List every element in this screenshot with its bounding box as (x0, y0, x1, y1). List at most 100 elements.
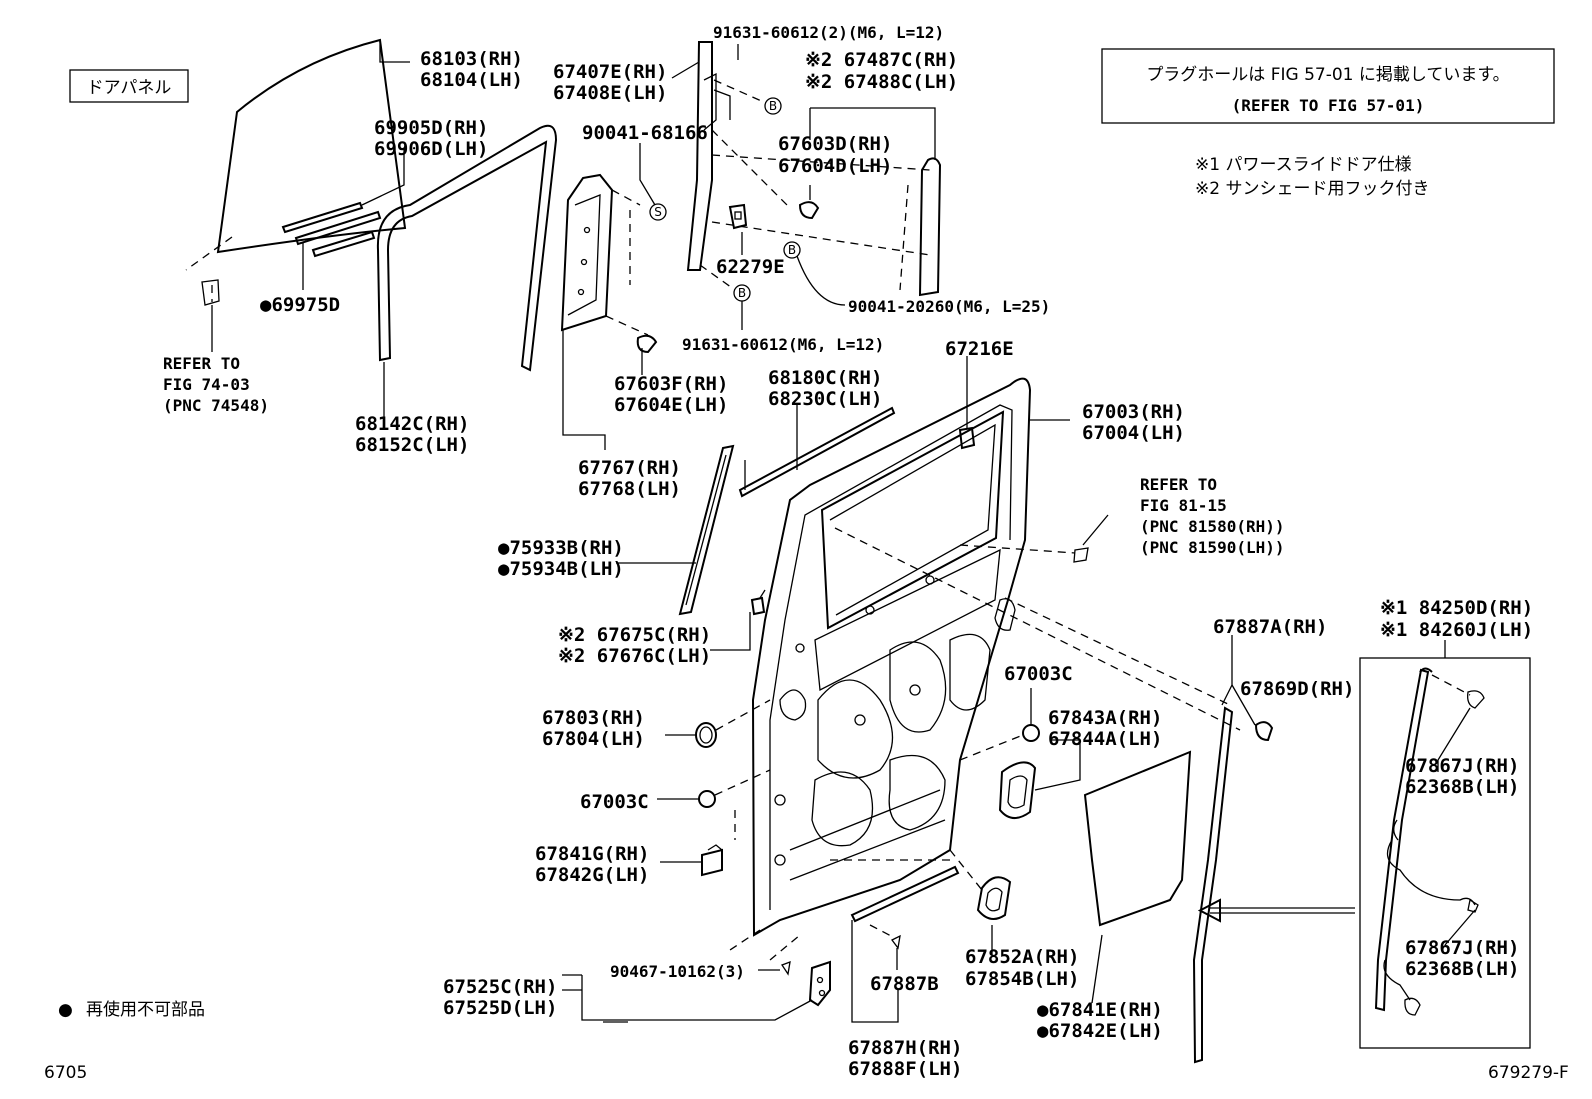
label-68180c: 68180C(RH) (768, 367, 882, 389)
label-68230c: 68230C(LH) (768, 388, 882, 410)
service-hole-cover-67841e (1083, 750, 1192, 927)
label-67888f: 67888F(LH) (848, 1058, 962, 1080)
door-division-weatherstrip (686, 41, 731, 271)
label-refer-74-3: (PNC 74548) (163, 396, 269, 415)
door-frame-garnish (560, 173, 614, 332)
label-67852a: 67852A(RH) (965, 946, 1079, 968)
legend-bullet: ● (58, 1000, 73, 1020)
door-weatherstrip-67887a (1192, 706, 1234, 1064)
division-bar-clip (798, 201, 820, 220)
label-62279e: 62279E (716, 256, 785, 278)
label-67216e: 67216E (945, 338, 1014, 360)
bracket-67841g (701, 844, 723, 877)
lower-protector (808, 960, 831, 1007)
label-68142c: 68142C(RH) (355, 413, 469, 435)
sunshade-hook-bracket (918, 157, 942, 297)
label-67525c: 67525C(RH) (443, 976, 557, 998)
label-67003: 67003(RH) (1082, 401, 1185, 423)
label-67887b: 67887B (870, 973, 939, 995)
footer-right: 679279-F (1488, 1063, 1569, 1083)
label-62368b-1: 62368B(LH) (1405, 776, 1519, 798)
screw-90467 (781, 960, 791, 976)
label-refer-81-2: FIG 81-15 (1140, 496, 1227, 515)
garnish-clip (636, 334, 658, 354)
bottom-weatherstrip (850, 865, 960, 923)
label-67869d: 67869D(RH) (1240, 678, 1354, 700)
footer-left: 6705 (44, 1063, 87, 1083)
hole-plug-67003c-right (1022, 724, 1040, 742)
label-67675c: ※2 67675C(RH) (558, 624, 711, 646)
label-69975d: ●69975D (260, 294, 340, 316)
hole-plug-67003c-left (698, 790, 716, 808)
note-box-line1: プラグホールは FIG 57-01 に掲載しています。 (1146, 65, 1509, 85)
service-hole-cover (998, 761, 1037, 819)
label-67603d: 67603D(RH) (778, 133, 892, 155)
label-90041-20260: 90041-20260(M6, L=25) (848, 297, 1050, 316)
door-run-channel (376, 124, 558, 372)
label-67887h: 67887H(RH) (848, 1037, 962, 1059)
bolt-symbol-b2-text: B (788, 243, 796, 257)
bolt-symbol-b1-text: B (769, 99, 777, 113)
note-1: ※1 パワースライドドア仕様 (1195, 155, 1412, 175)
label-67843a: 67843A(RH) (1048, 707, 1162, 729)
bolt-symbol-b1: B (764, 97, 782, 115)
label-67488c: ※2 67488C(LH) (805, 71, 958, 93)
bolt-symbol-b3-text: B (738, 286, 746, 300)
label-67408e: 67408E(LH) (553, 82, 667, 104)
label-67603f: 67603F(RH) (614, 373, 728, 395)
note-2: ※2 サンシェード用フック付き (1195, 179, 1429, 199)
legend-text: 再使用不可部品 (86, 999, 205, 1020)
label-refer-81-3: (PNC 81580(RH)) (1140, 517, 1285, 536)
bolt-symbol-b2: B (783, 241, 801, 259)
glass-channel-strips (281, 201, 382, 258)
label-91631-top: 91631-60612(2)(M6, L=12) (713, 23, 944, 42)
weatherstrip-clip-67869d (1254, 721, 1274, 742)
label-67804: 67804(LH) (542, 728, 645, 750)
door-panel-outer (751, 377, 1032, 937)
label-67767: 67767(RH) (578, 457, 681, 479)
label-67867j-2: 67867J(RH) (1405, 937, 1519, 959)
label-refer-81-1: REFER TO (1140, 475, 1217, 494)
label-69906d: 69906D(LH) (374, 138, 488, 160)
label-67407e: 67407E(RH) (553, 61, 667, 83)
label-67887a: 67887A(RH) (1213, 616, 1327, 638)
belt-weatherstrip (738, 406, 896, 498)
label-67841e: ●67841E(RH) (1037, 999, 1163, 1021)
label-69905d: 69905D(RH) (374, 117, 488, 139)
door-glass (185, 38, 407, 306)
label-68152c: 68152C(LH) (355, 434, 469, 456)
label-67676c: ※2 67676C(LH) (558, 645, 711, 667)
label-84260j: ※1 84260J(LH) (1380, 619, 1533, 641)
label-84250d: ※1 84250D(RH) (1380, 597, 1533, 619)
label-67604d: 67604D(LH) (778, 155, 892, 177)
label-67604e: 67604E(LH) (614, 394, 728, 416)
label-refer-81-4: (PNC 81590(LH)) (1140, 538, 1285, 557)
label-75934b: ●75934B(LH) (498, 558, 624, 580)
label-62368b-2: 62368B(LH) (1405, 958, 1519, 980)
outer-pillar-garnish (678, 444, 735, 616)
label-67003c-right: 67003C (1004, 663, 1073, 685)
label-67842g: 67842G(LH) (535, 864, 649, 886)
bracket-62279e (728, 203, 748, 230)
note-box-line2: (REFER TO FIG 57-01) (1232, 96, 1425, 115)
title-box-text: ドアパネル (87, 78, 172, 98)
label-67768: 67768(LH) (578, 478, 681, 500)
label-67004: 67004(LH) (1082, 422, 1185, 444)
label-67841g: 67841G(RH) (535, 843, 649, 865)
label-67844a: 67844A(LH) (1048, 728, 1162, 750)
sunshade-hook (750, 589, 766, 616)
panel-clip-67216e (958, 426, 976, 450)
note-box: プラグホールは FIG 57-01 に掲載しています。 (REFER TO FI… (1101, 48, 1555, 124)
label-67854b: 67854B(LH) (965, 968, 1079, 990)
assembly-arrow (1197, 898, 1355, 923)
label-refer-74-2: FIG 74-03 (163, 375, 250, 394)
label-67003c-left: 67003C (580, 791, 649, 813)
bottom-clip (891, 934, 901, 950)
bolt-symbol-b3: B (733, 284, 751, 302)
lower-cover-67852a (976, 876, 1012, 920)
label-67842e: ●67842E(LH) (1037, 1020, 1163, 1042)
power-slide-door-box (1359, 657, 1531, 1049)
label-90041-68166: 90041-68166 (582, 122, 708, 144)
label-refer-74-1: REFER TO (163, 354, 240, 373)
